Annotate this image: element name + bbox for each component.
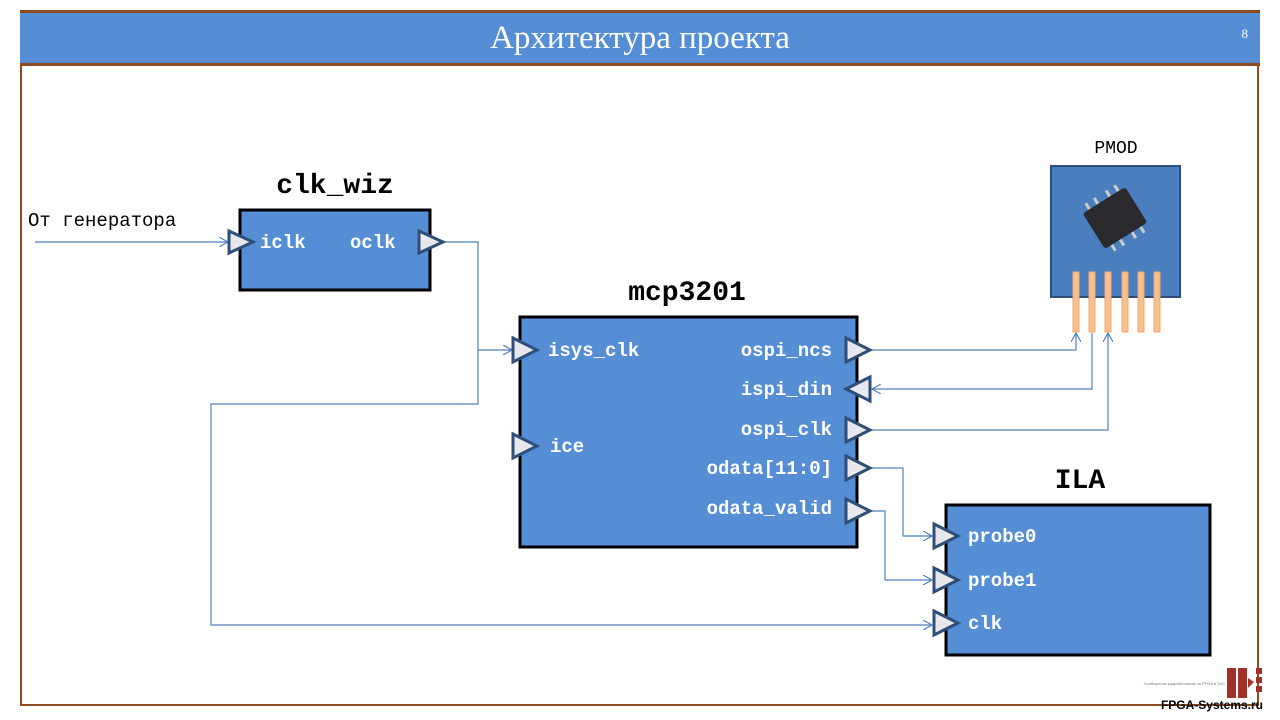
port-iclk: iclk: [260, 232, 306, 254]
wire-odata-probe0: [871, 467, 932, 536]
wire-oclk-ila-clk: [210, 350, 932, 625]
input-label: От генератора: [28, 210, 176, 232]
fpga-systems-logo: Сообщество разработчиков на FPGA и SoC F…: [1144, 668, 1263, 712]
slide-frame: [20, 66, 1259, 706]
port-oclk: oclk: [350, 232, 396, 254]
port-ospi-ncs: ospi_ncs: [741, 340, 832, 362]
pmod-title: PMOD: [1094, 139, 1137, 159]
logo-tagline: Сообщество разработчиков на FPGA и SoC: [1144, 681, 1225, 686]
ila-title: ILA: [1055, 466, 1106, 497]
mcp3201-block: mcp3201 isys_clk ice ospi_ncs ispi_din o…: [511, 278, 874, 549]
wire-ospi-ncs: [871, 333, 1076, 351]
clk-wiz-block: clk_wiz iclk oclk: [227, 171, 447, 292]
page-number: 8: [1241, 26, 1249, 41]
port-odata: odata[11:0]: [707, 458, 832, 480]
wires: [35, 242, 1108, 625]
chip-icon: [1083, 184, 1147, 252]
logo-text: FPGA-Systems.ru: [1161, 698, 1263, 712]
pmod-pins: [1072, 271, 1161, 333]
port-ospi-clk: ospi_clk: [741, 419, 832, 441]
port-probe1: probe1: [968, 570, 1036, 592]
mcp3201-title: mcp3201: [628, 278, 746, 309]
clk-wiz-title: clk_wiz: [276, 171, 394, 202]
wire-odata-valid-probe1: [871, 510, 932, 580]
port-isys-clk: isys_clk: [548, 340, 639, 362]
ila-block: ILA probe0 probe1 clk: [932, 466, 1212, 657]
port-ila-clk: clk: [968, 613, 1002, 635]
port-oclk-icon: [417, 228, 447, 256]
port-ice: ice: [550, 436, 584, 458]
wire-ospi-clk: [871, 333, 1108, 431]
port-ispi-din: ispi_din: [741, 379, 832, 401]
port-iclk-icon: [227, 228, 257, 256]
wire-oclk-isys-clk: [444, 241, 512, 350]
pmod-module: PMOD: [1050, 139, 1181, 333]
wire-ispi-din: [872, 333, 1093, 389]
slide-title: Архитектура проекта: [490, 20, 790, 56]
port-odata-valid: odata_valid: [707, 498, 832, 520]
slide-header: Архитектура проекта 8: [20, 10, 1260, 66]
port-probe0: probe0: [968, 526, 1036, 548]
